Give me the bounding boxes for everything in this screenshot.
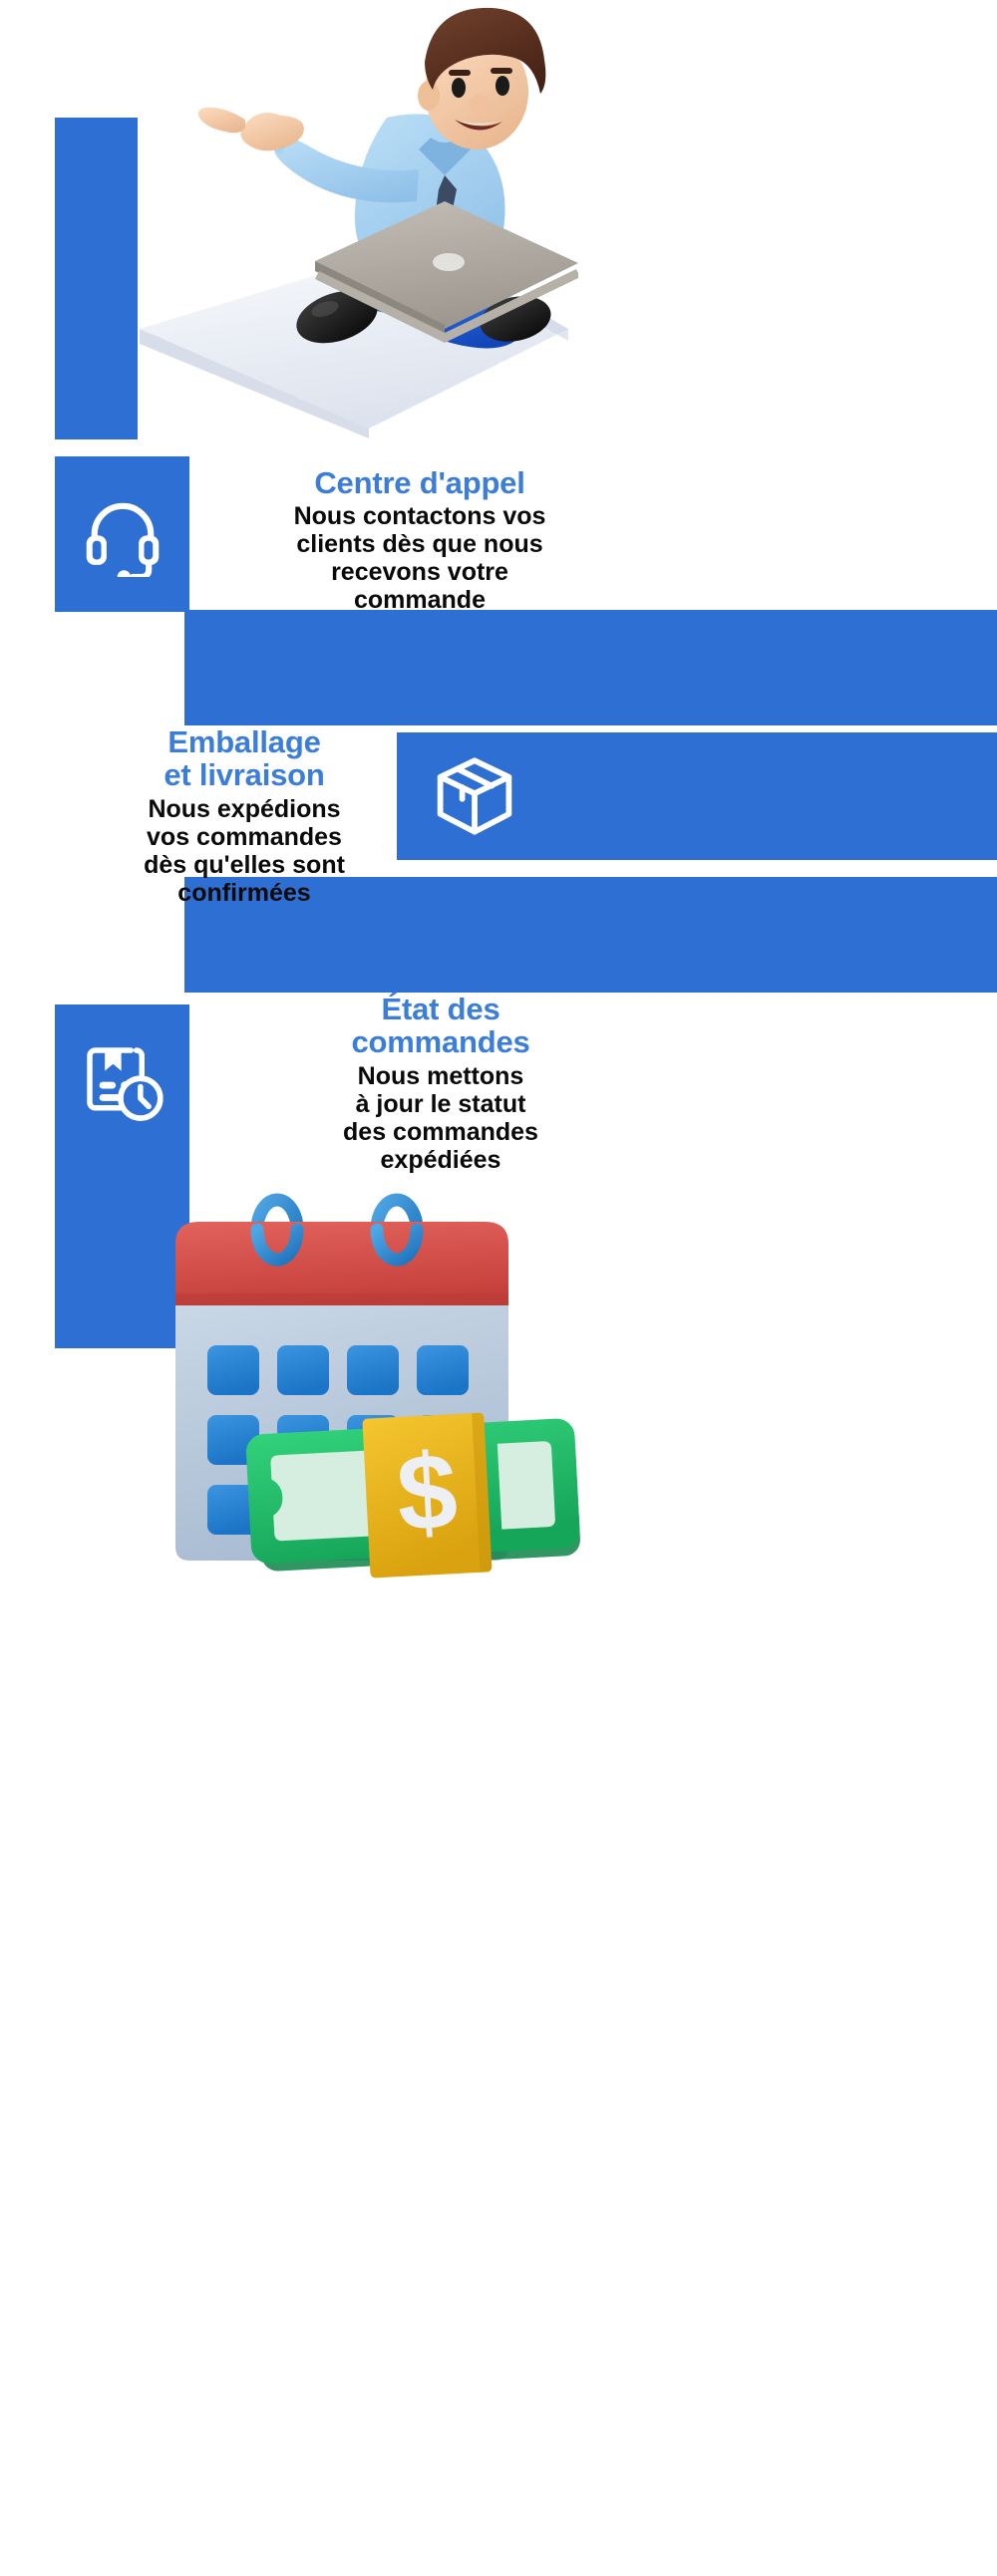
step-3-description: Nous mettons à jour le statut des comman…	[343, 1061, 538, 1174]
step-1-title: Centre d'appel	[314, 465, 525, 500]
step-2-title: Emballage et livraison	[164, 724, 325, 793]
step-1-text-block: Centre d'appel Nous contactons vos clien…	[255, 465, 584, 615]
step-1-icon-tile	[55, 456, 189, 612]
dollar-sign-label: $	[394, 1430, 460, 1554]
step-3-text-block: État des commandes Nous mettons à jour l…	[281, 993, 600, 1174]
step-3-icon-tile	[55, 1004, 189, 1161]
package-box-icon	[431, 752, 518, 840]
footer-illustration: $	[150, 1184, 598, 1579]
ribbon-segment-1	[55, 118, 138, 439]
step-2-text-block: Emballage et livraison Nous expédions vo…	[95, 725, 394, 907]
ribbon-segment-8	[55, 1159, 189, 1348]
ribbon-segment-4	[331, 610, 997, 725]
headset-icon	[80, 491, 166, 577]
ribbon-segment-6	[184, 877, 997, 993]
step-2-icon-tile	[397, 732, 551, 860]
hero-illustration	[120, 0, 578, 438]
step-1-description: Nous contactons vos clients dès que nous…	[293, 502, 546, 615]
step-3-title: État des commandes	[351, 992, 530, 1060]
step-2-description: Nous expédions vos commandes dès qu'elle…	[144, 794, 345, 907]
package-clock-icon	[79, 1039, 166, 1127]
ribbon-segment-3	[184, 610, 331, 725]
